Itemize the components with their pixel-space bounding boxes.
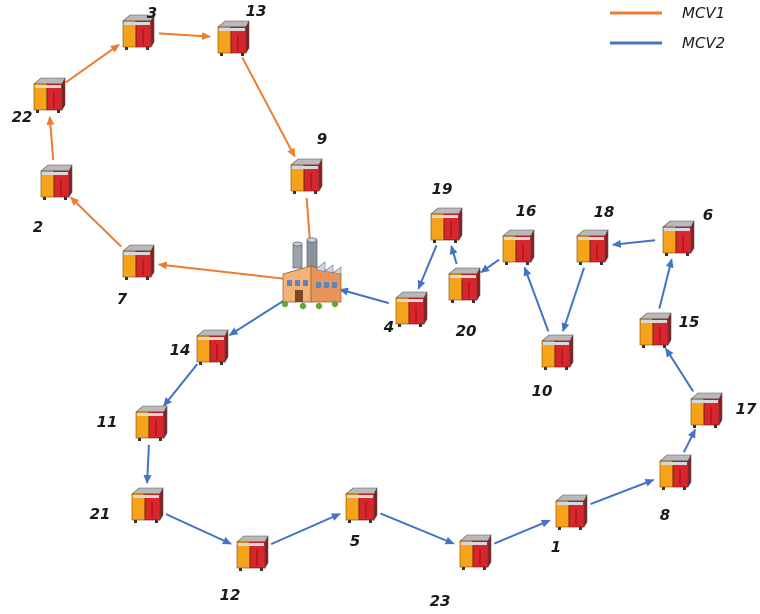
cabinet-icon xyxy=(448,267,481,303)
node-label-22: 22 xyxy=(12,108,33,126)
edge-mcv1-depot-to-7 xyxy=(157,261,286,280)
node-label-10: 10 xyxy=(532,382,553,400)
route-edges xyxy=(46,32,697,546)
cabinet-icon xyxy=(131,487,164,523)
edge-mcv2-19-to-4 xyxy=(417,244,438,290)
cabinet-icon xyxy=(40,164,73,200)
node-label-6: 6 xyxy=(703,206,713,224)
cabinet-icon xyxy=(690,392,723,428)
cabinet-icon xyxy=(236,535,269,571)
cabinet-icon xyxy=(639,312,672,348)
edge-mcv2-15-to-6 xyxy=(658,258,674,309)
node-label-20: 20 xyxy=(456,322,477,340)
node-label-9: 9 xyxy=(317,130,327,148)
node-label-3: 3 xyxy=(147,4,157,22)
edge-mcv1-2-to-22 xyxy=(46,115,55,161)
cabinet-icon xyxy=(122,244,155,280)
cabinet-icon xyxy=(135,405,168,441)
node-label-1: 1 xyxy=(551,538,561,556)
node-label-13: 13 xyxy=(246,2,267,20)
node-label-19: 19 xyxy=(432,180,453,198)
edge-mcv2-6-to-18 xyxy=(611,239,656,248)
edge-mcv2-18-to-10 xyxy=(561,267,585,333)
node-label-15: 15 xyxy=(679,313,700,331)
edge-mcv2-10-to-16 xyxy=(523,266,550,332)
edge-mcv1-13-to-9 xyxy=(241,56,296,158)
edge-mcv2-8-to-17 xyxy=(682,428,697,453)
cabinet-icon xyxy=(659,454,692,490)
edge-mcv2-11-to-21 xyxy=(143,444,152,485)
cabinet-icon xyxy=(395,291,428,327)
node-label-11: 11 xyxy=(97,413,118,431)
cabinet-icon xyxy=(555,494,588,530)
route-nodes xyxy=(33,14,723,571)
edge-mcv2-23-to-1 xyxy=(493,519,551,545)
node-label-7: 7 xyxy=(117,290,128,308)
node-label-4: 4 xyxy=(383,318,394,336)
cabinet-icon xyxy=(541,334,574,370)
edge-mcv1-7-to-2 xyxy=(70,196,122,248)
edge-mcv2-17-to-15 xyxy=(664,347,695,392)
legend-label-mcv1: MCV1 xyxy=(682,4,725,22)
node-label-23: 23 xyxy=(430,592,451,610)
edge-mcv2-16-to-20 xyxy=(480,258,500,274)
legend-item-mcv2: MCV2 xyxy=(610,34,725,52)
factory-icon xyxy=(281,237,342,310)
node-label-16: 16 xyxy=(516,202,537,220)
cabinet-icon xyxy=(459,534,492,570)
cabinet-icon xyxy=(430,207,463,243)
edge-mcv2-14-to-11 xyxy=(162,363,199,407)
node-label-12: 12 xyxy=(220,586,241,604)
cabinet-icon xyxy=(576,229,609,265)
node-label-21: 21 xyxy=(90,505,111,523)
edge-mcv2-12-to-5 xyxy=(270,512,341,546)
edge-mcv2-21-to-12 xyxy=(165,513,232,545)
node-label-17: 17 xyxy=(736,400,757,418)
cabinet-icon xyxy=(217,20,250,56)
node-label-18: 18 xyxy=(594,203,615,221)
node-label-14: 14 xyxy=(170,341,191,359)
legend-item-mcv1: MCV1 xyxy=(610,4,725,22)
edge-mcv2-depot-to-14 xyxy=(228,296,290,337)
edge-mcv2-4-to-depot xyxy=(339,287,390,305)
node-label-8: 8 xyxy=(660,506,670,524)
edge-mcv1-3-to-13 xyxy=(158,32,212,41)
edge-mcv2-1-to-8 xyxy=(590,478,655,506)
cabinet-icon xyxy=(122,14,155,50)
cabinet-icon xyxy=(196,329,229,365)
cabinet-icon xyxy=(345,487,378,523)
edge-mcv1-22-to-3 xyxy=(65,43,120,84)
node-label-2: 2 xyxy=(33,218,43,236)
cabinet-icon xyxy=(662,220,695,256)
legend-label-mcv2: MCV2 xyxy=(682,34,725,52)
edge-mcv2-5-to-23 xyxy=(379,512,455,545)
node-label-5: 5 xyxy=(350,532,360,550)
cabinet-icon xyxy=(290,158,323,194)
cabinet-icon xyxy=(33,77,66,113)
edge-mcv2-20-to-19 xyxy=(449,245,458,265)
cabinet-icon xyxy=(502,229,535,265)
node-labels: 3 13 22 9 2 7 19 16 18 6 4 20 14 10 15 17 11 8 21 5 1 12 23 xyxy=(12,2,757,610)
